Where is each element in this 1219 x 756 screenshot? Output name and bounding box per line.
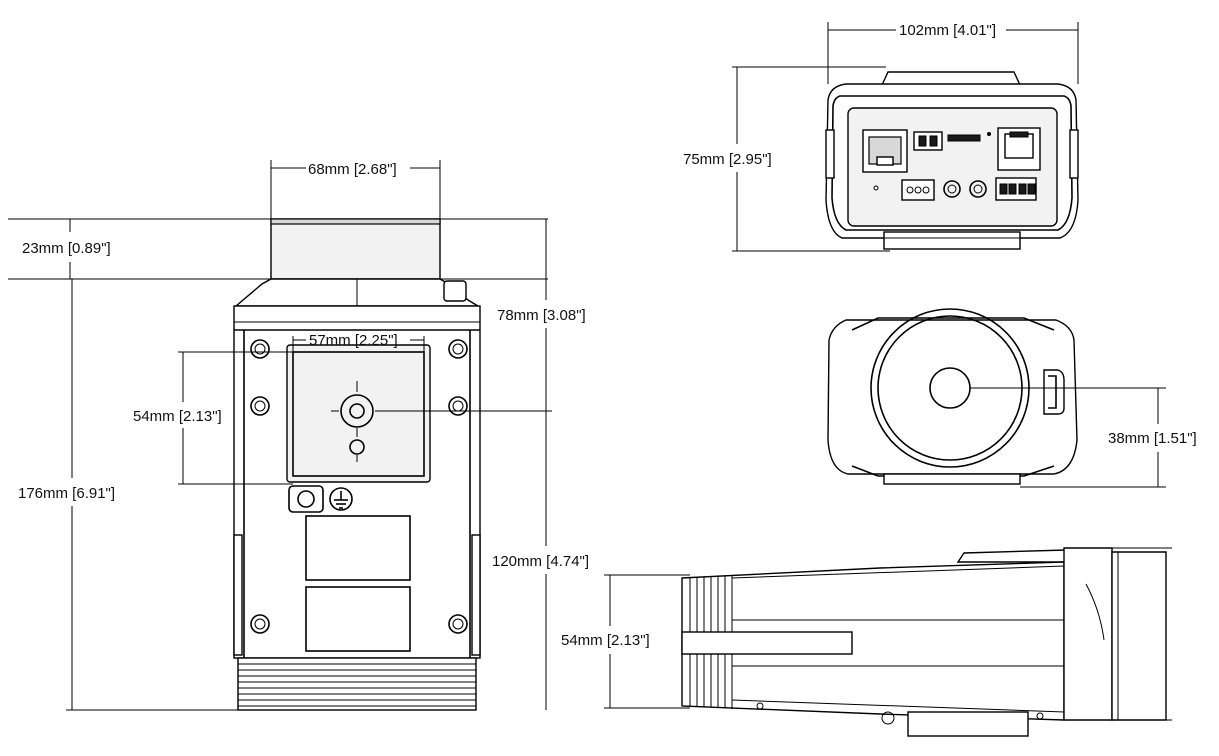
mount-hole	[340, 394, 374, 428]
lens-hood	[270, 218, 441, 280]
label-area-top	[305, 515, 411, 581]
cooling-fins	[238, 663, 476, 707]
dim-102mm-label: 102mm [4.01"]	[899, 22, 996, 39]
rear-view	[825, 71, 1079, 250]
dim-78mm-label: 78mm [3.08"]	[497, 307, 586, 324]
dim-57mm-label: 57mm [2.25"]	[309, 332, 398, 349]
side-view-dimensions	[604, 547, 1172, 721]
dimension-labels: 68mm [2.68"] 23mm [0.89"] 78mm [3.08"] 5…	[18, 22, 1197, 649]
mount-plate	[286, 344, 431, 483]
dim-54mm-side-label: 54mm [2.13"]	[561, 632, 650, 649]
side-handle	[681, 631, 853, 655]
dim-38mm-label: 38mm [1.51"]	[1108, 430, 1197, 447]
dim-75mm-label: 75mm [2.95"]	[683, 151, 772, 168]
dim-176mm-label: 176mm [6.91"]	[18, 485, 115, 502]
screws	[250, 339, 468, 634]
rear-view-dimensions	[732, 22, 1079, 252]
dim-23mm-label: 23mm [0.89"]	[22, 240, 111, 257]
bottom-view	[233, 218, 481, 711]
front-view-dimensions	[970, 387, 1166, 488]
dim-54mm-left-label: 54mm [2.13"]	[133, 408, 222, 425]
label-area-bottom	[305, 586, 411, 652]
side-view	[681, 547, 1167, 737]
bottom-view-dimensions	[8, 160, 552, 711]
front-housing	[827, 319, 1078, 475]
front-view	[827, 308, 1078, 485]
dim-68mm-label: 68mm [2.68"]	[308, 161, 397, 178]
dim-120mm-label: 120mm [4.74"]	[492, 553, 589, 570]
